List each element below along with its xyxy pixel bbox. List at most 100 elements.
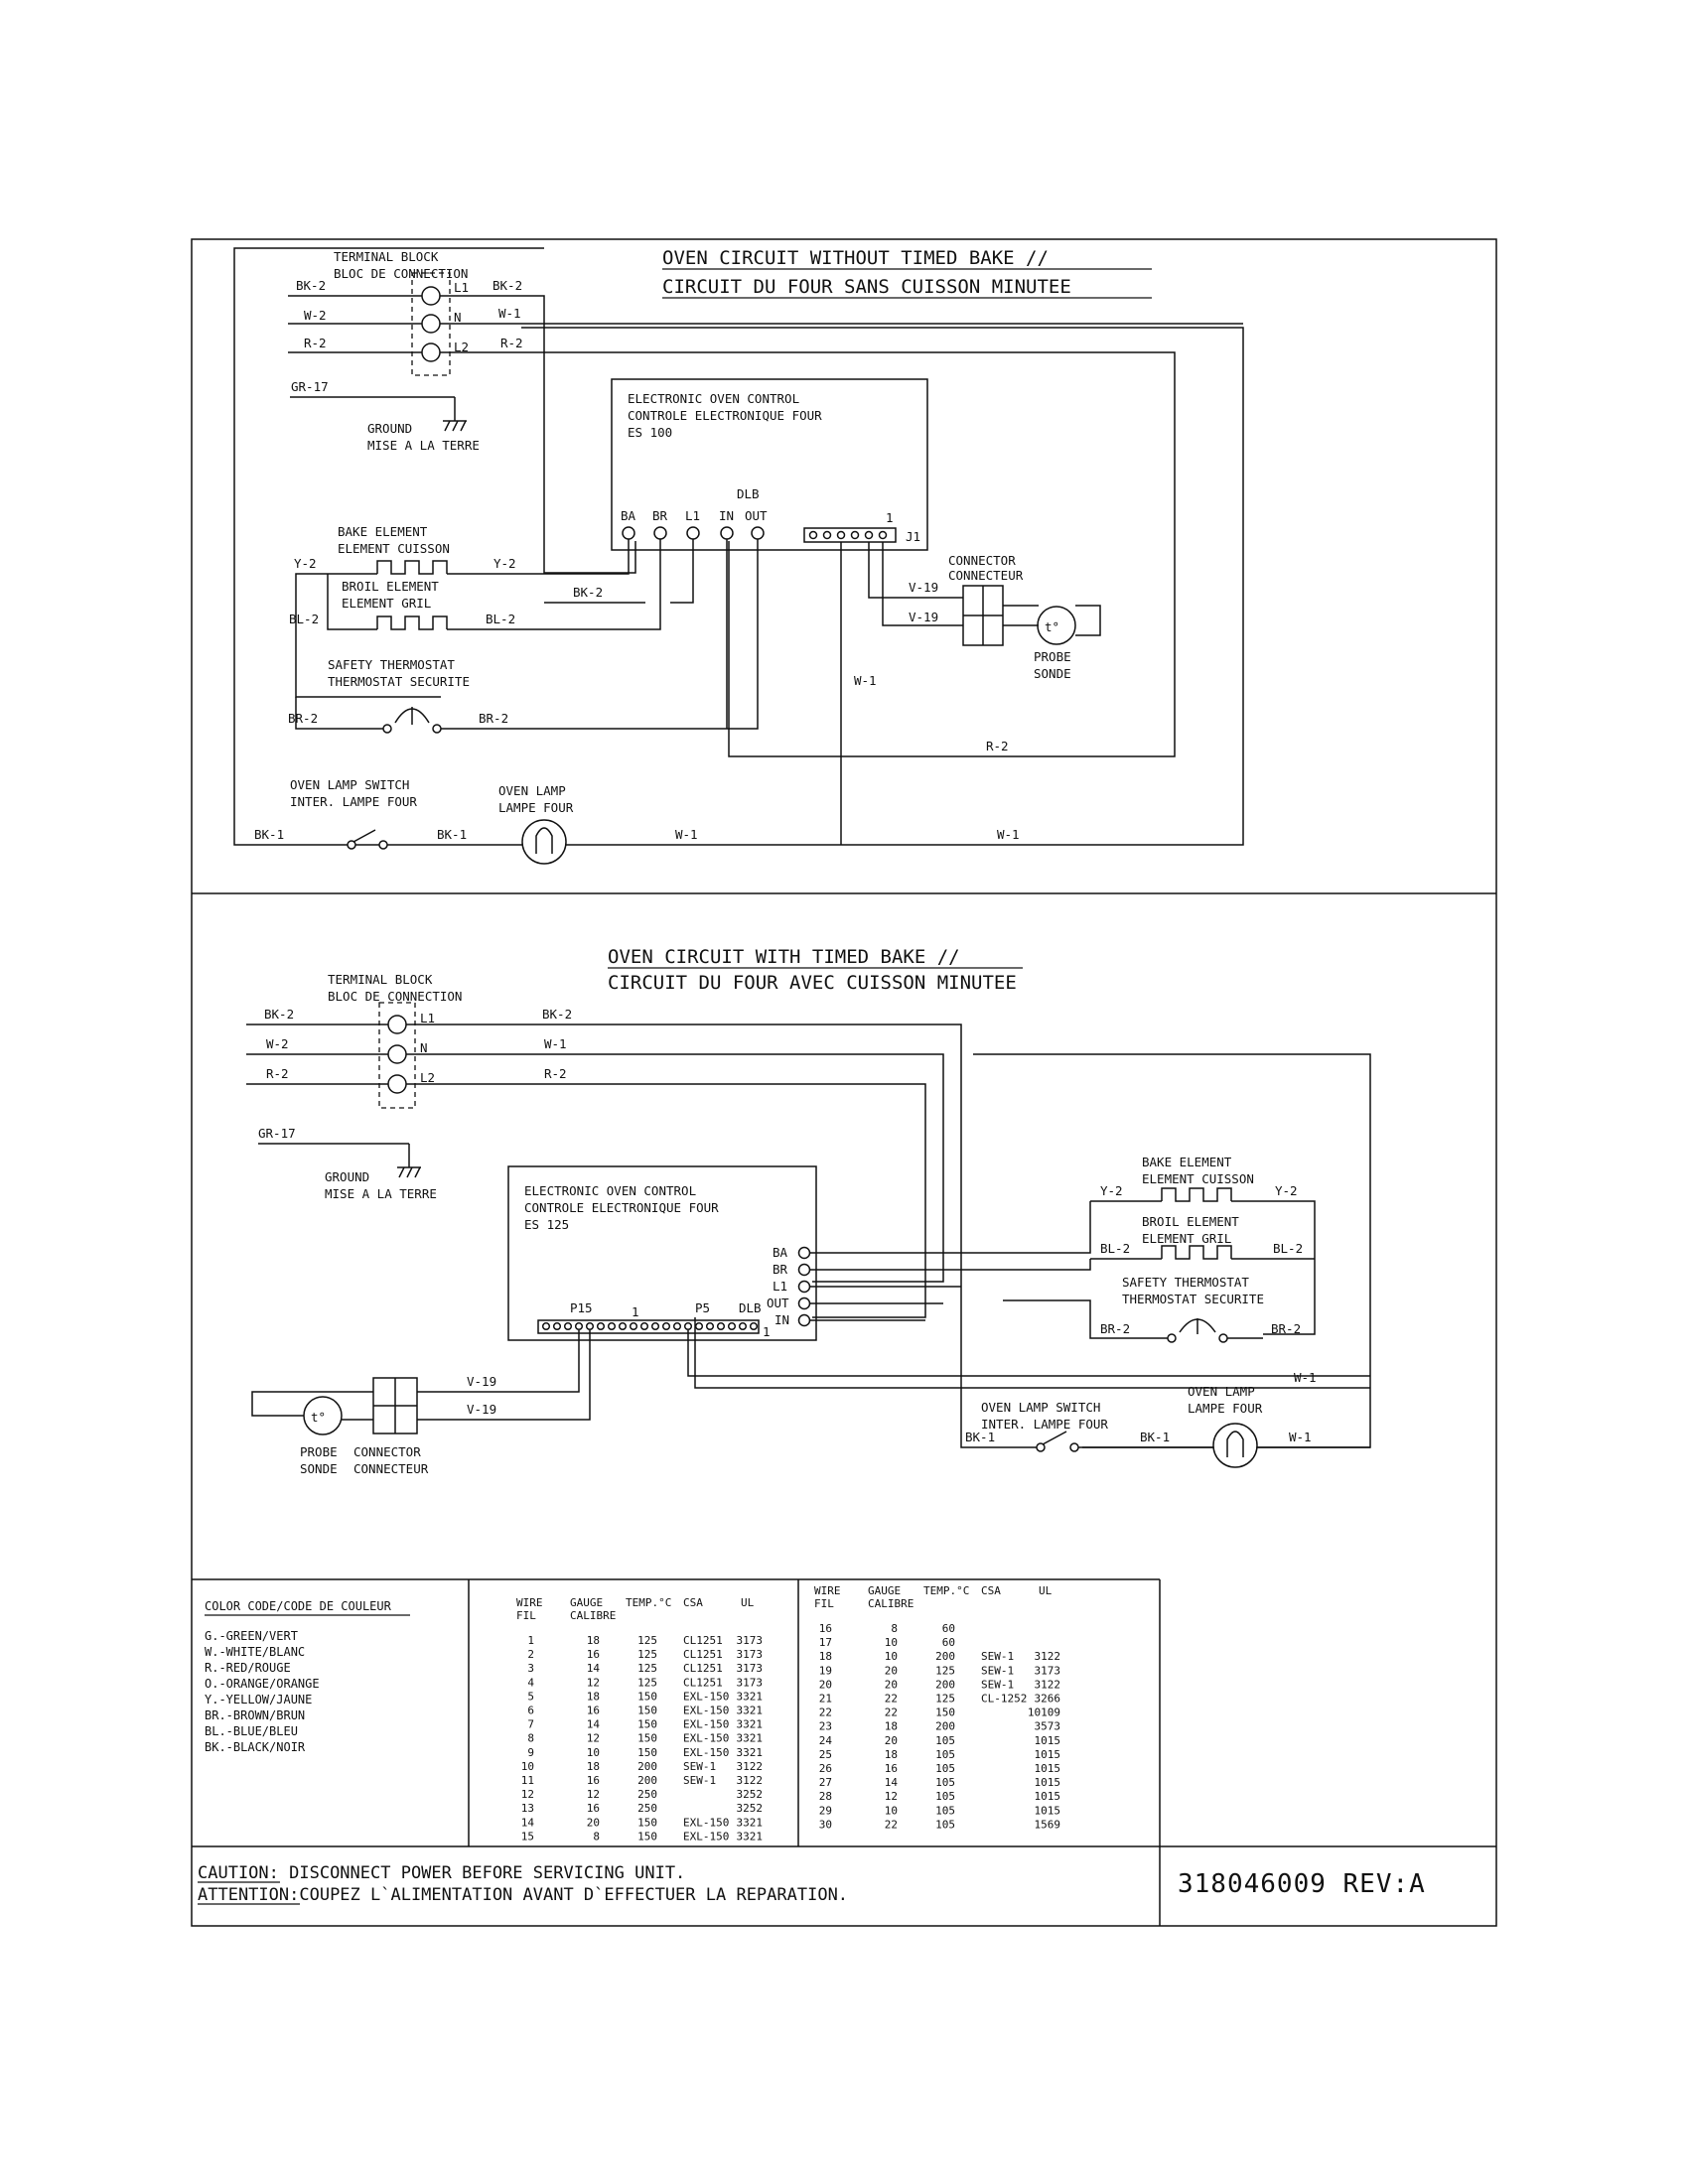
- top-control-label-2: CONTROLE ELECTRONIQUE FOUR: [628, 408, 822, 423]
- top-outer-wire: [233, 247, 1244, 846]
- bottom-title-en: OVEN CIRCUIT WITH TIMED BAKE //: [608, 946, 960, 968]
- bottom-broil-label-2: ELEMENT GRIL: [1142, 1231, 1231, 1246]
- bottom-pin-l1-label: L1: [773, 1279, 787, 1294]
- top-broil-left-wire: [327, 574, 377, 630]
- bottom-thermostat-label-1: SAFETY THERMOSTAT: [1122, 1275, 1249, 1290]
- top-terminal-l1: [421, 286, 441, 306]
- table-cell: 29: [819, 1804, 832, 1817]
- table-cell: 18: [587, 1690, 600, 1703]
- table-cell: 20: [819, 1678, 832, 1691]
- table-cell: 4: [527, 1676, 534, 1689]
- top-j1-pins: [808, 530, 888, 540]
- table-cell: 25: [819, 1748, 832, 1761]
- top-probe-symbol: t°: [1045, 619, 1059, 634]
- table-cell: 1015: [1035, 1734, 1061, 1747]
- table-cell: 125: [935, 1664, 955, 1677]
- table-cell: 125: [637, 1634, 657, 1647]
- table-cell: 3321: [737, 1690, 764, 1703]
- top-j1-label: J1: [906, 529, 920, 544]
- bottom-connector-label-2: CONNECTEUR: [353, 1461, 429, 1476]
- bottom-diagram: OVEN CIRCUIT WITH TIMED BAKE // CIRCUIT …: [246, 946, 1371, 1476]
- top-wire-bl2-left: BL-2: [289, 612, 319, 626]
- table-cell: 1015: [1035, 1804, 1061, 1817]
- table-cell: 18: [587, 1760, 600, 1773]
- bottom-lamp-switch-label-1: OVEN LAMP SWITCH: [981, 1400, 1100, 1415]
- bottom-lamp-label-1: OVEN LAMP: [1188, 1384, 1255, 1399]
- attention-label: ATTENTION:: [198, 1885, 299, 1905]
- top-thermostat-left-wire: [295, 697, 383, 730]
- color-code-item: O.-ORANGE/ORANGE: [205, 1677, 320, 1691]
- table-cell: SEW-1: [981, 1650, 1014, 1663]
- table-cell: 2: [527, 1648, 534, 1661]
- table-cell: 22: [885, 1706, 898, 1719]
- table-cell: 3122: [737, 1774, 764, 1787]
- table-cell: 150: [637, 1816, 657, 1829]
- bottom-wire-w1-out: W-1: [544, 1036, 567, 1051]
- bottom-wire-bk1-left: BK-1: [965, 1430, 995, 1444]
- bottom-lamp-switch-contact-b: [1069, 1442, 1079, 1452]
- table-cell: 1015: [1035, 1748, 1061, 1761]
- attention-line: ATTENTION:COUPEZ L`ALIMENTATION AVANT D`…: [198, 1885, 848, 1905]
- top-bake-right-wire: [447, 539, 630, 575]
- bottom-header-pins: [541, 1321, 759, 1331]
- bottom-br-wire: [810, 1259, 1091, 1271]
- bottom-broil-label-1: BROIL ELEMENT: [1142, 1214, 1239, 1229]
- top-wire-r2-bottom: R-2: [986, 739, 1009, 753]
- table-cell: 13: [521, 1802, 534, 1815]
- top-thermostat-contact-b: [432, 724, 442, 734]
- table-cell: 12: [587, 1732, 600, 1745]
- bottom-wire-w2-in: W-2: [266, 1036, 289, 1051]
- table-cell: 3173: [737, 1648, 764, 1661]
- top-terminal-n: [421, 314, 441, 334]
- top-lamp-switch-contact-b: [378, 840, 388, 850]
- table-cell: 3321: [737, 1705, 764, 1717]
- table-cell: CL1251: [683, 1676, 723, 1689]
- table-cell: 27: [819, 1776, 832, 1789]
- bottom-wire-gr17: GR-17: [258, 1126, 296, 1141]
- bottom-thermostat-label-2: THERMOSTAT SECURITE: [1122, 1292, 1264, 1306]
- table-header-sub: CALIBRE: [570, 1609, 616, 1622]
- table-cell: 11: [521, 1774, 534, 1787]
- caution-block: CAUTION: DISCONNECT POWER BEFORE SERVICI…: [198, 1863, 848, 1905]
- top-wire-w2-in: W-2: [304, 308, 327, 323]
- table-cell: 5: [527, 1690, 534, 1703]
- top-wire-bk2-mid: BK-2: [573, 585, 603, 600]
- bottom-pin-header: [537, 1319, 760, 1334]
- table-header: TEMP.°C: [626, 1596, 671, 1609]
- table-cell: 8: [891, 1622, 898, 1635]
- table-cell: 60: [942, 1636, 955, 1649]
- table-cell: 16: [587, 1774, 600, 1787]
- top-terminal-block-label-1: TERMINAL BLOCK: [334, 249, 439, 264]
- top-probe: [1037, 606, 1076, 645]
- top-pin-l1-label: L1: [685, 508, 700, 523]
- table-cell: 1: [527, 1634, 534, 1647]
- table-cell: 16: [587, 1648, 600, 1661]
- top-pin-ba: [622, 526, 635, 540]
- top-thermostat-contact-a: [382, 724, 392, 734]
- bottom-pin-in-label: IN: [774, 1312, 789, 1327]
- top-broil-label-1: BROIL ELEMENT: [342, 579, 439, 594]
- table-header: WIRE: [814, 1584, 841, 1597]
- top-v19-lower: [882, 542, 963, 626]
- table-header-sub: FIL: [814, 1597, 834, 1610]
- table-cell: 18: [885, 1720, 898, 1733]
- table-cell: 3122: [1035, 1678, 1061, 1691]
- top-wire-y2-left: Y-2: [294, 556, 317, 571]
- bottom-bake-label-1: BAKE ELEMENT: [1142, 1155, 1232, 1169]
- bottom-lamp-switch-label-2: INTER. LAMPE FOUR: [981, 1417, 1108, 1432]
- table-cell: 18: [587, 1634, 600, 1647]
- table-header: CSA: [981, 1584, 1001, 1597]
- table-cell: 16: [587, 1802, 600, 1815]
- bottom-pin-out: [797, 1297, 811, 1310]
- color-code-item: BL.-BLUE/BLEU: [205, 1724, 298, 1738]
- bottom-wire-w1-lamp: W-1: [1289, 1430, 1312, 1444]
- top-pin-out-label: OUT: [745, 508, 768, 523]
- top-lamp-label-2: LAMPE FOUR: [498, 800, 574, 815]
- bottom-title-fr: CIRCUIT DU FOUR AVEC CUISSON MINUTEE: [608, 972, 1017, 994]
- top-broil-element: [376, 615, 448, 630]
- top-l2-wire: [440, 351, 1176, 757]
- table-cell: 18: [819, 1650, 832, 1663]
- bottom-terminal-n: [387, 1044, 407, 1064]
- bottom-oven-lamp: [1212, 1423, 1258, 1468]
